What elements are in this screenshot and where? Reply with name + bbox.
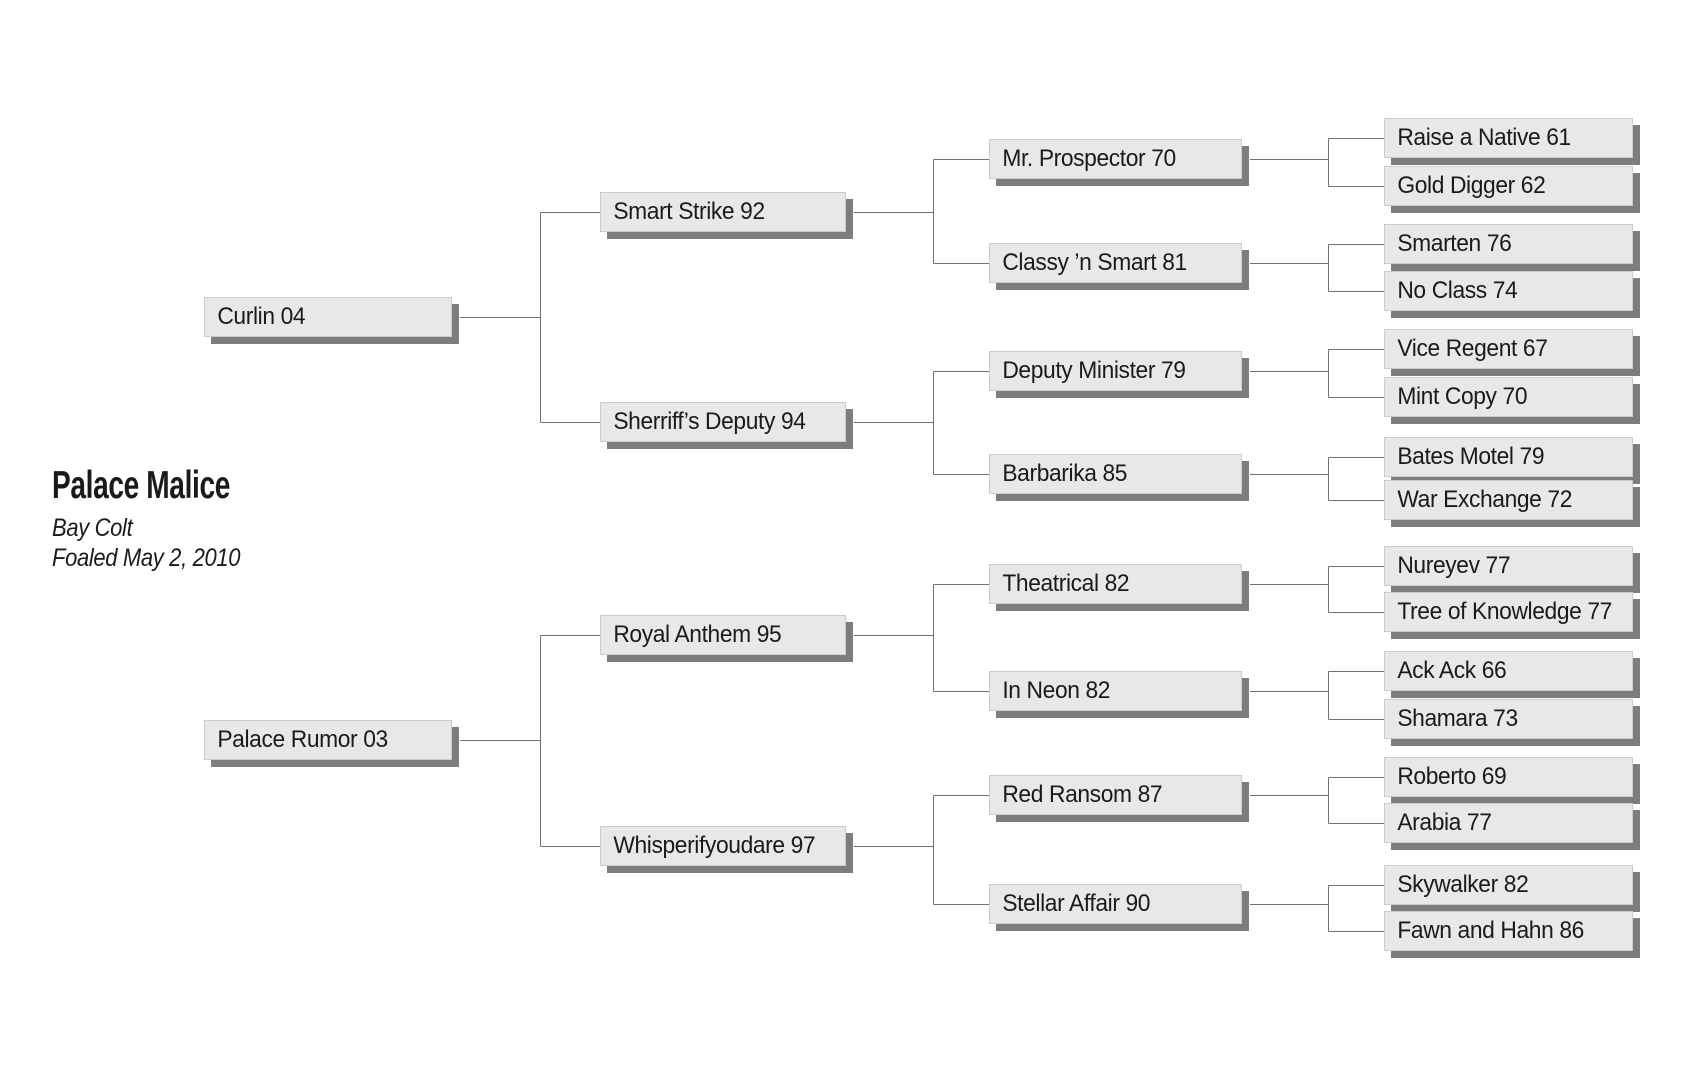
pedigree-box-gen2-4: Whisperifyoudare 97	[600, 826, 846, 866]
pedigree-box-gen2-3: Royal Anthem 95	[600, 615, 846, 655]
horse-name-label: Red Ransom 87	[1002, 781, 1163, 808]
subject-foaled-date: Foaled May 2, 2010	[52, 544, 241, 572]
pedigree-box-gen3-7: Red Ransom 87	[989, 775, 1242, 815]
pedigree-box-gen4-13: Roberto 69	[1384, 757, 1633, 797]
horse-name-label: Smart Strike 92	[613, 198, 765, 225]
pedigree-box-gen4-7: Bates Motel 79	[1384, 437, 1633, 477]
horse-name-label: In Neon 82	[1002, 677, 1111, 704]
pedigree-box-gen4-15: Skywalker 82	[1384, 865, 1633, 905]
horse-name-label: Mr. Prospector 70	[1002, 145, 1176, 172]
pedigree-box-gen4-3: Smarten 76	[1384, 224, 1633, 264]
horse-name-label: Vice Regent 67	[1397, 335, 1548, 362]
horse-name-label: Roberto 69	[1397, 763, 1507, 790]
horse-name-label: Shamara 73	[1397, 705, 1518, 732]
horse-name-label: Barbarika 85	[1002, 460, 1128, 487]
horse-name-label: Raise a Native 61	[1397, 124, 1571, 151]
horse-name-label: Tree of Knowledge 77	[1397, 598, 1612, 625]
pedigree-box-gen4-14: Arabia 77	[1384, 803, 1633, 843]
pedigree-box-gen1-1: Curlin 04	[204, 297, 452, 337]
pedigree-box-gen4-16: Fawn and Hahn 86	[1384, 911, 1633, 951]
connector-line	[460, 138, 1384, 932]
pedigree-box-gen3-1: Mr. Prospector 70	[989, 139, 1242, 179]
pedigree-box-gen4-12: Shamara 73	[1384, 699, 1633, 739]
subject-breed-sex: Bay Colt	[52, 514, 133, 542]
pedigree-box-gen3-4: Barbarika 85	[989, 454, 1242, 494]
horse-name-label: Nureyev 77	[1397, 552, 1511, 579]
pedigree-box-gen2-2: Sherriff’s Deputy 94	[600, 402, 846, 442]
horse-name-label: Gold Digger 62	[1397, 172, 1546, 199]
pedigree-box-gen4-5: Vice Regent 67	[1384, 329, 1633, 369]
pedigree-box-gen4-11: Ack Ack 66	[1384, 651, 1633, 691]
horse-name-label: Mint Copy 70	[1397, 383, 1528, 410]
pedigree-box-gen3-8: Stellar Affair 90	[989, 884, 1242, 924]
pedigree-box-gen3-5: Theatrical 82	[989, 564, 1242, 604]
pedigree-box-gen2-1: Smart Strike 92	[600, 192, 846, 232]
pedigree-box-gen4-6: Mint Copy 70	[1384, 377, 1633, 417]
horse-name-label: Smarten 76	[1397, 230, 1512, 257]
pedigree-box-gen3-6: In Neon 82	[989, 671, 1242, 711]
horse-name-label: Ack Ack 66	[1397, 657, 1507, 684]
horse-name-label: Arabia 77	[1397, 809, 1492, 836]
horse-name-label: Whisperifyoudare 97	[613, 832, 816, 859]
horse-name-label: Fawn and Hahn 86	[1397, 917, 1584, 944]
horse-name-label: Palace Rumor 03	[217, 726, 388, 753]
subject-name: Palace Malice	[52, 464, 230, 507]
horse-name-label: Theatrical 82	[1002, 570, 1130, 597]
horse-name-label: War Exchange 72	[1397, 486, 1573, 513]
subject-block: Palace Malice Bay Colt Foaled May 2, 201…	[52, 466, 299, 573]
horse-name-label: No Class 74	[1397, 277, 1518, 304]
pedigree-box-gen4-10: Tree of Knowledge 77	[1384, 592, 1633, 632]
horse-name-label: Sherriff’s Deputy 94	[613, 408, 806, 435]
horse-name-label: Bates Motel 79	[1397, 443, 1545, 470]
horse-name-label: Deputy Minister 79	[1002, 357, 1186, 384]
horse-name-label: Classy ’n Smart 81	[1002, 249, 1187, 276]
horse-name-label: Skywalker 82	[1397, 871, 1529, 898]
pedigree-box-gen4-8: War Exchange 72	[1384, 480, 1633, 520]
horse-name-label: Royal Anthem 95	[613, 621, 782, 648]
pedigree-box-gen4-2: Gold Digger 62	[1384, 166, 1633, 206]
pedigree-box-gen4-4: No Class 74	[1384, 271, 1633, 311]
horse-name-label: Stellar Affair 90	[1002, 890, 1151, 917]
pedigree-box-gen1-2: Palace Rumor 03	[204, 720, 452, 760]
pedigree-box-gen3-3: Deputy Minister 79	[989, 351, 1242, 391]
pedigree-box-gen4-1: Raise a Native 61	[1384, 118, 1633, 158]
pedigree-box-gen3-2: Classy ’n Smart 81	[989, 243, 1242, 283]
pedigree-box-gen4-9: Nureyev 77	[1384, 546, 1633, 586]
horse-name-label: Curlin 04	[217, 303, 306, 330]
